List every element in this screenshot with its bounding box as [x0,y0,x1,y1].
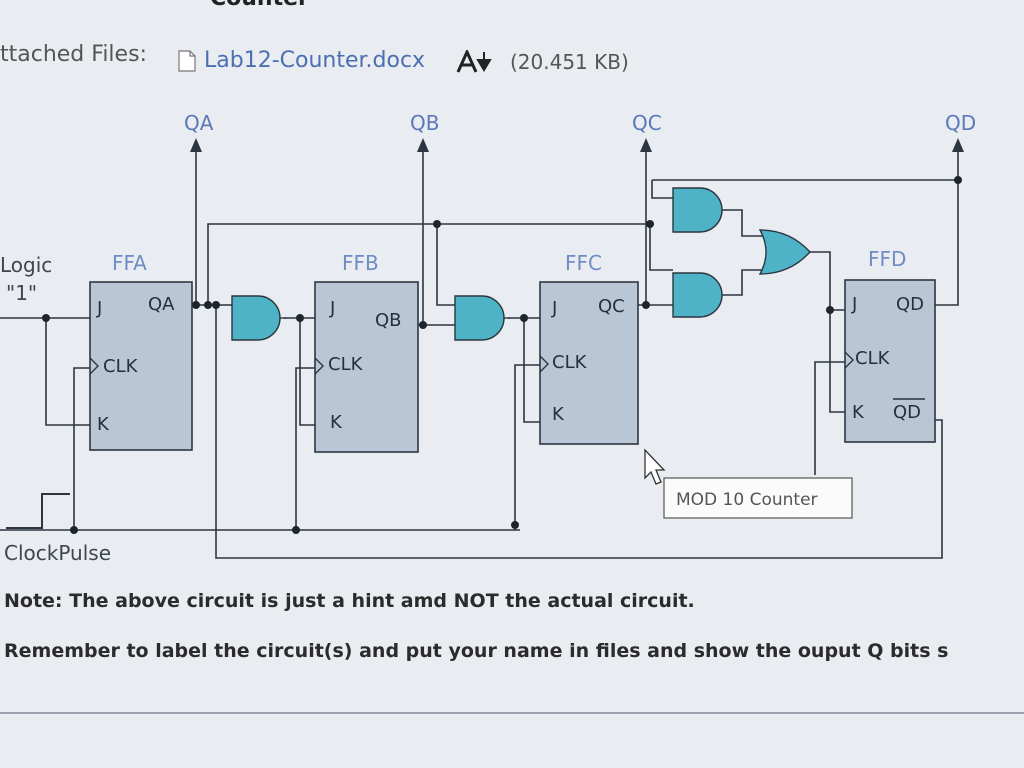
page-title-fragment: Counter [210,0,309,11]
and-gate-3 [672,187,723,233]
ffa-pin-clk: CLK [103,356,139,377]
ffb-pin-q: QB [375,310,402,331]
output-label-qa: QA [184,111,214,135]
file-size: (20.451 KB) [510,50,629,74]
note-text: Note: The above circuit is just a hint a… [4,590,695,612]
ffd-pin-clk: CLK [855,348,891,369]
svg-text:MOD 10 Counter: MOD 10 Counter [676,490,818,510]
flip-flop-b [314,281,419,453]
output-label-qb: QB [410,111,439,135]
output-label-qc: QC [632,111,662,135]
and-gate-1 [231,295,281,341]
ffc-pin-q: QC [598,296,625,317]
download-icon[interactable] [456,50,496,74]
or-gate [758,229,811,275]
attached-files-label: ttached Files: [0,42,147,67]
flip-flop-a [89,281,193,451]
ffc-pin-j: J [551,298,557,319]
document-icon [178,50,196,72]
and-gate-2 [454,295,505,341]
ffc-pin-k: K [552,404,565,425]
ff-name-b: FFB [342,251,379,275]
flip-flop-c [539,281,639,445]
ff-name-c: FFC [565,251,602,275]
ffa-pin-j: J [96,298,102,319]
tooltip-mod-10: MOD 10 Counter [663,477,853,519]
output-label-qd: QD [945,111,976,135]
instruction-text: Remember to label the circuit(s) and put… [4,640,949,662]
ffd-pin-qbar: QD [893,402,921,423]
ffd-pin-k: K [852,402,865,423]
logic-one-value: "1" [6,281,37,305]
divider [0,712,1024,714]
ffa-pin-k: K [97,414,110,435]
ffd-pin-j: J [851,294,857,315]
flip-flop-d [844,279,936,443]
clock-pulse-label: ClockPulse [4,541,111,565]
ffc-pin-clk: CLK [552,352,588,373]
ff-name-d: FFD [868,247,906,271]
circuit-diagram: QA QB QC QD FFA FFB FFC FFD J QA CLK K J… [0,111,976,565]
mouse-cursor-icon [644,448,666,485]
ff-name-a: FFA [112,251,147,275]
logic-one-label: Logic [0,253,52,277]
ffb-pin-clk: CLK [328,354,364,375]
and-gate-4 [672,272,723,318]
ffb-pin-k: K [330,412,343,433]
ffb-pin-j: J [329,298,335,319]
attached-file-link[interactable]: Lab12-Counter.docx [204,48,426,73]
ffa-pin-q: QA [148,294,175,315]
ffd-pin-q: QD [896,294,924,315]
